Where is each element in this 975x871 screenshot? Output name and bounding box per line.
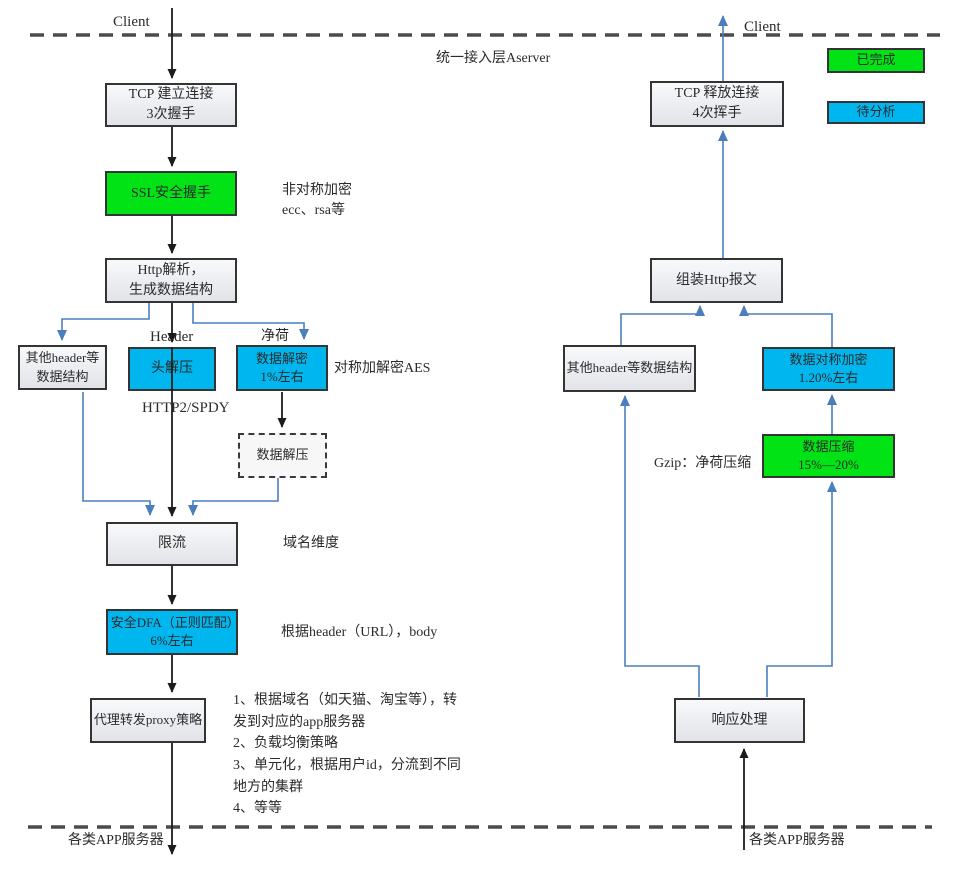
node-assemble-http: 组装Http报文: [650, 258, 783, 303]
arrow-response-to-compress: [766, 481, 837, 697]
arrow-otherheader-to-ratelimit: [82, 392, 155, 516]
node-rate-limit: 限流: [106, 522, 238, 566]
node-http-parse: Http解析， 生成数据结构: [105, 258, 237, 303]
node-proxy-forward: 代理转发proxy策略: [90, 698, 206, 743]
payload-branch-label: 净荷: [261, 329, 289, 344]
aes-note: 对称加解密AES: [334, 361, 431, 376]
domain-dimension-note: 域名维度: [283, 536, 339, 551]
node-data-decrypt: 数据解密 1%左右: [236, 345, 328, 391]
node-tcp-release: TCP 释放连接 4次挥手: [650, 81, 784, 127]
arrow-parse-to-otherheader: [57, 303, 150, 341]
gzip-note: Gzip：净荷压缩: [654, 456, 752, 471]
arrow-encrypt-to-assemble: [739, 305, 833, 347]
route-rule-note: 根据header（URL），body: [281, 625, 438, 640]
http2-spdy-label: HTTP2/SPDY: [142, 400, 230, 416]
proxy-strategy-notes: 1、根据域名（如天猫、淘宝等），转 发到对应的app服务器 2、负载均衡策略 3…: [233, 693, 461, 817]
client-label-left: Client: [113, 14, 150, 30]
node-data-compress: 数据压缩 15%—20%: [762, 434, 895, 478]
node-data-encrypt: 数据对称加密 1.20%左右: [762, 347, 895, 391]
layer-label: 统一接入层Aserver: [436, 51, 551, 66]
node-security-dfa: 安全DFA（正则匹配）6%左右: [106, 609, 238, 655]
app-servers-label-right: 各类APP服务器: [749, 833, 845, 848]
header-branch-label: Header: [150, 329, 194, 345]
node-other-header-left: 其他header等 数据结构: [18, 345, 107, 390]
node-ssl-handshake: SSL安全握手: [105, 171, 237, 216]
client-label-right: Client: [744, 19, 781, 35]
node-other-header-right: 其他header等数据结构: [563, 345, 696, 392]
arrow-decompress-to-ratelimit: [188, 478, 279, 516]
legend-done: 已完成: [827, 48, 925, 73]
app-servers-label-left: 各类APP服务器: [68, 833, 164, 848]
node-response-handle: 响应处理: [674, 698, 805, 743]
node-tcp-connect: TCP 建立连接 3次握手: [105, 83, 237, 127]
arrow-response-to-otherheader: [620, 395, 700, 697]
arrow-otherheader-to-assemble: [620, 305, 705, 345]
legend-pending: 待分析: [827, 101, 925, 124]
asym-encrypt-note: 非对称加密 ecc、rsa等: [282, 183, 352, 219]
node-data-decompress: 数据解压: [238, 433, 327, 478]
node-header-decompress: 头解压: [128, 347, 216, 391]
